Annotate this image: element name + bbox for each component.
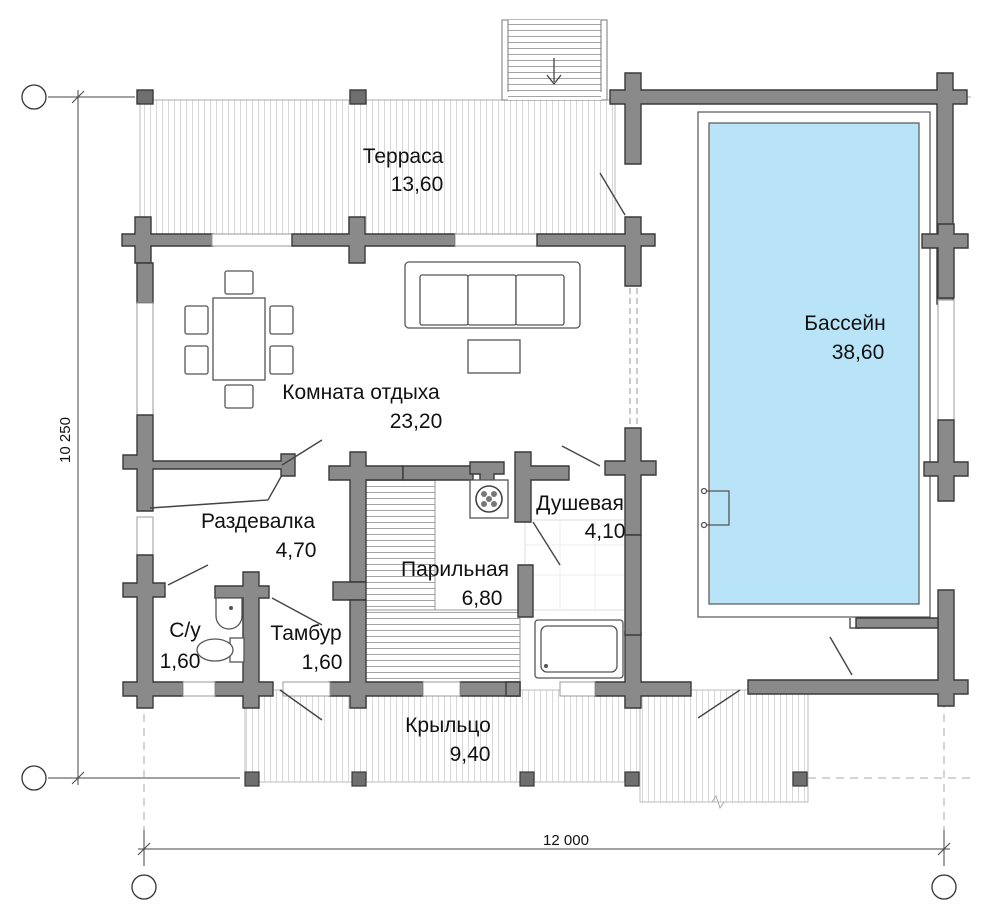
porch-steps xyxy=(639,689,809,803)
wc-sink xyxy=(215,597,243,630)
steam-room-bench-boards xyxy=(364,479,436,611)
dining-set xyxy=(184,270,294,409)
room-changing-area: 4,70 xyxy=(276,539,317,562)
room-vestibule-name: Тамбур xyxy=(270,622,341,645)
axis-marker-bottom-a xyxy=(131,874,157,900)
dimension-width-label: 12 000 xyxy=(543,832,589,849)
pool-water xyxy=(708,122,920,605)
room-living-name: Комната отдыха xyxy=(282,381,440,404)
room-steam-name: Парильная xyxy=(401,558,509,581)
room-pool-name: Бассейн xyxy=(804,312,885,335)
room-living-area: 23,20 xyxy=(390,410,443,433)
porch-deck xyxy=(244,689,641,783)
coffee-table xyxy=(467,339,521,374)
axis-marker-bottom-left xyxy=(21,765,47,791)
decking xyxy=(139,19,809,810)
porch-posts xyxy=(244,771,808,787)
sofa xyxy=(404,261,581,329)
room-terrace-name: Терраса xyxy=(363,145,444,168)
steam-room-lower-bench xyxy=(364,609,521,683)
furniture xyxy=(184,261,624,679)
room-changing-name: Раздевалка xyxy=(201,510,315,533)
doors xyxy=(149,172,853,721)
pool-ladder xyxy=(700,487,730,529)
room-shower-area: 4,10 xyxy=(585,520,626,543)
room-pool-area: 38,60 xyxy=(832,341,885,364)
room-terrace-area: 13,60 xyxy=(391,173,444,196)
room-vestibule-area: 1,60 xyxy=(302,651,343,674)
room-porch-area: 9,40 xyxy=(450,743,491,766)
room-wc-area: 1,60 xyxy=(160,650,201,673)
axis-marker-top-left xyxy=(21,84,47,110)
room-porch-name: Крыльцо xyxy=(405,714,491,737)
room-wc-name: С/у xyxy=(169,619,201,642)
room-shower-name: Душевая xyxy=(536,492,624,515)
dimension-height-label: 10 250 xyxy=(57,417,74,463)
toilet xyxy=(196,637,245,663)
pool xyxy=(645,105,935,629)
bathtub xyxy=(534,619,624,679)
axis-marker-bottom-b xyxy=(931,874,957,900)
room-steam-area: 6,80 xyxy=(462,587,503,610)
windows xyxy=(182,288,638,697)
room-labels: Терраса 13,60 Комната отдыха 23,20 Бассе… xyxy=(160,145,886,766)
sauna-stove xyxy=(469,479,509,519)
